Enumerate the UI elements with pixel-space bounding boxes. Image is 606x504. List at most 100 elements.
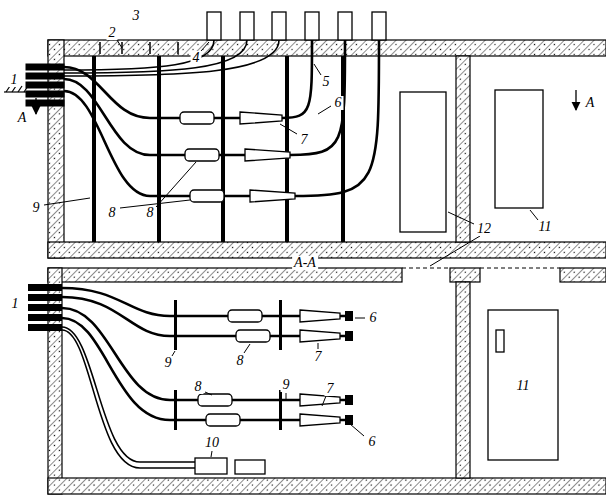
cable-coupling xyxy=(236,330,270,342)
cable-termination xyxy=(240,112,282,124)
callout-number: 7 xyxy=(299,133,310,147)
cable-termination xyxy=(300,330,340,342)
concrete-wall xyxy=(456,56,470,242)
callout-number: 6 xyxy=(367,435,378,449)
callout-number: 9 xyxy=(31,201,42,215)
cable xyxy=(64,40,312,118)
leader-line xyxy=(117,40,122,48)
leader-line xyxy=(355,318,365,319)
duct-bank xyxy=(26,100,64,106)
junction-box xyxy=(235,460,265,474)
leader-line xyxy=(244,344,250,353)
cable xyxy=(64,40,379,196)
callout-number: 1 xyxy=(10,297,21,311)
terminal-box xyxy=(240,12,254,40)
callout-number: 11 xyxy=(515,379,532,393)
leader-line xyxy=(44,198,90,205)
leader-line xyxy=(205,392,212,395)
concrete-wall xyxy=(560,268,606,282)
cable xyxy=(64,40,379,196)
cable-support xyxy=(174,390,177,430)
terminal-pin xyxy=(345,311,353,321)
terminal-box xyxy=(272,12,286,40)
cable xyxy=(62,327,195,462)
terminal-box xyxy=(207,12,221,40)
leader-line xyxy=(530,210,538,220)
concrete-wall xyxy=(48,40,606,258)
callout-number: 8 xyxy=(145,206,156,220)
cable-termination xyxy=(240,112,295,202)
terminal-pin xyxy=(345,415,353,425)
concrete-wall xyxy=(450,268,480,282)
callout-number: 6 xyxy=(368,311,379,325)
callout-number: 8 xyxy=(107,206,118,220)
cable xyxy=(62,288,345,420)
callout-number: 3 xyxy=(131,9,142,23)
callout-number: 1 xyxy=(9,73,20,87)
duct-bank xyxy=(28,304,62,311)
section-arrow xyxy=(575,90,576,110)
callout-number: 8 xyxy=(193,380,204,394)
section-mark: A xyxy=(584,96,597,110)
duct-bank xyxy=(28,284,62,291)
cable xyxy=(64,40,214,70)
cable xyxy=(62,330,195,468)
cable-termination xyxy=(300,310,340,426)
leader-line xyxy=(286,393,287,400)
leader-line xyxy=(201,42,209,51)
terminal-pin xyxy=(345,331,353,341)
cable-termination xyxy=(250,190,295,202)
wall-opening xyxy=(480,268,560,269)
leader-line xyxy=(318,343,319,349)
callout-number: 7 xyxy=(325,382,336,396)
cable xyxy=(64,40,279,76)
cable-termination xyxy=(300,414,340,426)
leader-line xyxy=(318,106,331,114)
ground-level xyxy=(4,91,26,92)
cable xyxy=(64,40,279,76)
callout-number: 10 xyxy=(203,436,221,450)
duct-bank xyxy=(26,73,64,79)
junction-box xyxy=(195,458,227,474)
cable-rack xyxy=(157,56,161,242)
cable xyxy=(64,40,247,73)
junction-box xyxy=(195,458,265,474)
callout-number: 11 xyxy=(537,220,554,234)
callout-number: 8 xyxy=(235,354,246,368)
concrete-wall xyxy=(48,268,402,282)
leader-line xyxy=(350,424,364,436)
cable-support xyxy=(174,300,282,430)
leader-line xyxy=(280,124,297,134)
cable-rack xyxy=(285,56,289,242)
concrete-wall xyxy=(456,282,470,478)
cable-coupling xyxy=(198,310,270,426)
duct-bank xyxy=(28,314,62,321)
cable-coupling xyxy=(198,394,232,406)
cable-coupling xyxy=(185,149,219,161)
cable-support xyxy=(279,300,282,350)
terminal-pin xyxy=(345,395,353,405)
slab-mark xyxy=(177,42,179,54)
section-arrow xyxy=(35,98,36,114)
duct-bank xyxy=(26,64,64,106)
callout-number: 6 xyxy=(333,96,344,110)
leader-line xyxy=(314,64,321,75)
concrete-wall xyxy=(48,242,606,258)
duct-bank xyxy=(26,91,64,97)
leader-line xyxy=(430,236,480,266)
door xyxy=(488,310,558,460)
terminal-box xyxy=(338,12,352,40)
callout-number: 2 xyxy=(107,26,118,40)
leader-line xyxy=(322,396,326,406)
cable-coupling xyxy=(190,190,224,202)
slab-mark xyxy=(99,42,101,54)
cable xyxy=(62,308,345,400)
section-arrow xyxy=(36,90,576,114)
cable-rack xyxy=(221,56,225,242)
cable-coupling xyxy=(206,414,240,426)
cable xyxy=(62,318,345,420)
concrete-wall xyxy=(48,268,62,494)
cable-coupling xyxy=(180,112,224,202)
